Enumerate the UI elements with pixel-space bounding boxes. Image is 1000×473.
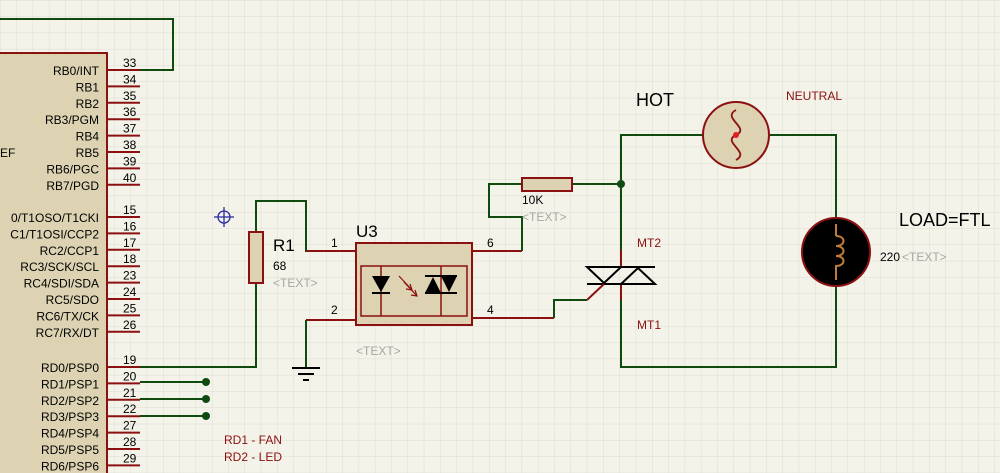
wire-end-dot-rd3	[202, 412, 210, 420]
r10k-value-label: 10K	[522, 193, 543, 207]
r1-value-label: 68	[273, 259, 287, 273]
ac-source-icon[interactable]	[702, 101, 770, 169]
mcu-pin-number: 25	[123, 301, 137, 315]
wire-u3-pin4-to-gate[interactable]	[553, 299, 587, 318]
mcu-pin-number: 28	[123, 435, 137, 449]
u3-pin4-number: 4	[487, 303, 494, 317]
mcu-pin-number: 15	[123, 203, 137, 217]
mcu-pin-number: 23	[123, 269, 137, 283]
diac-icon	[425, 266, 457, 316]
mcu-pin-number: 18	[123, 252, 137, 266]
mcu-pin-number: 20	[123, 369, 137, 383]
mcu-pin-number: 35	[123, 89, 137, 103]
r1-ref-label: R1	[273, 236, 295, 255]
resistor-10k[interactable]	[521, 177, 573, 192]
mcu-pin-name: RD4/PSP4	[41, 427, 99, 441]
wire-rd0-to-r1[interactable]	[140, 283, 257, 368]
lamp-label: LOAD=FTL	[899, 210, 991, 230]
mcu-pin-name: RB1	[76, 80, 100, 94]
mcu-pin-number: 21	[123, 386, 137, 400]
u3-text-placeholder: <TEXT>	[356, 344, 401, 358]
wire-mt1-to-lamp[interactable]	[620, 286, 837, 368]
note-rd2-led: RD2 - LED	[224, 450, 282, 464]
u3-ref-label: U3	[356, 222, 378, 241]
wire-u3-pin6-to-10k[interactable]	[488, 183, 523, 251]
u3-pin6-number: 6	[487, 236, 494, 250]
mcu-pin-number: 36	[123, 105, 137, 119]
mcu-pin-name: RB3/PGM	[45, 113, 99, 127]
mcu-pin-number: 39	[123, 154, 137, 168]
mcu-pin-number: 26	[123, 318, 137, 332]
note-rd1-fan: RD1 - FAN	[224, 433, 282, 447]
mcu-pin-name: RC2/CCP1	[40, 244, 100, 258]
mcu-pin-name: RC5/SDO	[46, 293, 99, 307]
mcu-partial-label: EF	[0, 146, 15, 160]
wire-hot-to-mt2[interactable]	[620, 134, 703, 250]
resistor-r1[interactable]	[248, 231, 264, 284]
mcu-pin-number: 27	[123, 419, 137, 433]
r1-text-placeholder: <TEXT>	[273, 276, 318, 290]
wire-end-dot-rd1	[202, 378, 210, 386]
mcu-pin-name: C1/T1OSI/CCP2	[10, 227, 99, 241]
mcu-pin-number: 34	[123, 72, 137, 86]
mcu-pin-number: 40	[123, 171, 137, 185]
mcu-pin-number: 38	[123, 138, 137, 152]
light-arrows-icon	[398, 275, 418, 297]
wire-end-dot-rd2	[202, 395, 210, 403]
microcontroller-body[interactable]	[0, 52, 108, 473]
u3-pin2-number: 2	[331, 303, 338, 317]
mcu-pin-name: RB5	[76, 146, 100, 160]
mcu-pin-name: RB0/INT	[53, 64, 100, 78]
lamp-value-label: 220	[880, 250, 900, 264]
mcu-pin-name: RD2/PSP2	[41, 394, 99, 408]
triac-mt2-label: MT2	[637, 236, 661, 250]
source-neutral-label: NEUTRAL	[786, 89, 842, 103]
lamp-icon[interactable]	[801, 217, 871, 287]
mcu-pin-name: RD5/PSP5	[41, 443, 99, 457]
u3-pin1-number: 1	[331, 236, 338, 250]
triac-mt1-label: MT1	[637, 318, 661, 332]
source-hot-label: HOT	[636, 90, 674, 110]
mcu-pin-name: RB4	[76, 130, 100, 144]
mcu-pin-name: RD3/PSP3	[41, 410, 99, 424]
mcu-pin-number: 24	[123, 285, 137, 299]
mcu-pin-name: RB2	[76, 97, 100, 111]
mcu-pin-name: 0/T1OSO/T1CKI	[11, 211, 99, 225]
mcu-pin-number: 29	[123, 451, 137, 465]
triac-icon[interactable]	[584, 250, 658, 301]
ground-icon	[292, 367, 320, 381]
optocoupler-inner-frame	[360, 265, 468, 317]
optocoupler-u3[interactable]	[355, 242, 473, 326]
crosshair-marker-icon[interactable]	[214, 207, 234, 227]
mcu-pin-number: 33	[123, 56, 137, 70]
mcu-pin-name: RD0/PSP0	[41, 361, 99, 375]
mcu-pin-name: RD1/PSP1	[41, 377, 99, 391]
mcu-pin-name: RC6/TX/CK	[36, 309, 99, 323]
r10k-text-placeholder: <TEXT>	[522, 210, 567, 224]
mcu-pin-name: RB6/PGC	[46, 162, 99, 176]
mcu-pin-name: RC3/SCK/SCL	[20, 260, 99, 274]
lamp-text-placeholder: <TEXT>	[902, 250, 947, 264]
mcu-pin-number: 16	[123, 219, 137, 233]
wire-rb0-loop[interactable]	[0, 18, 174, 71]
mcu-pin-number: 19	[123, 353, 137, 367]
mcu-pin-number: 22	[123, 402, 137, 416]
led-icon	[372, 266, 390, 316]
mcu-pin-name: RC7/RX/DT	[36, 326, 100, 340]
mcu-pin-name: RC4/SDI/SDA	[24, 277, 99, 291]
mcu-pin-name: RD6/PSP6	[41, 459, 99, 473]
mcu-pin-name: RB7/PGD	[46, 179, 99, 193]
mcu-pin-number: 17	[123, 236, 137, 250]
wire-neutral-to-lamp[interactable]	[770, 134, 837, 218]
mcu-pin-number: 37	[123, 122, 137, 136]
